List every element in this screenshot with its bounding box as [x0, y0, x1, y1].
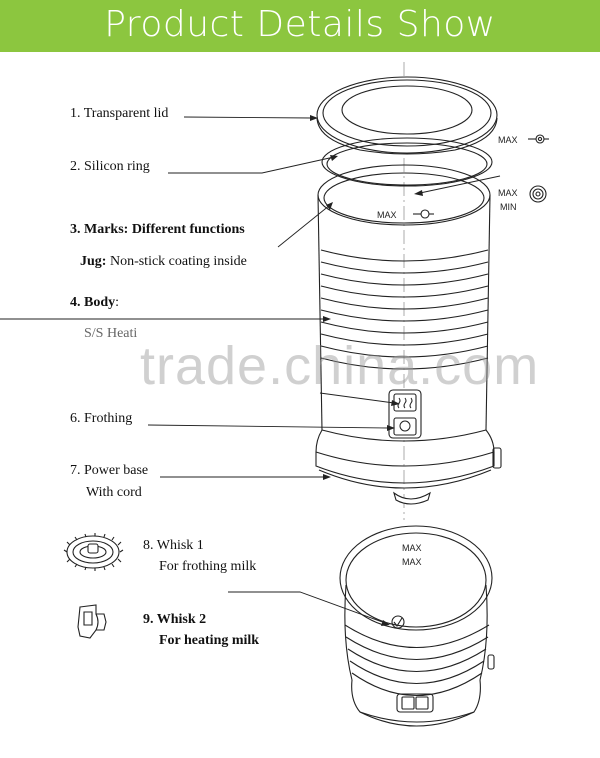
label-jug-bold: Jug:: [80, 254, 107, 269]
label-frothing: 6. Frothing: [70, 411, 133, 426]
power-base: [315, 429, 502, 505]
whisk-1-icon: [63, 533, 124, 571]
label-jug-coating: Jug: Non-stick coating inside: [80, 254, 247, 270]
label-jug-rest: Non-stick coating inside: [106, 254, 247, 269]
label-body-colon: :: [115, 295, 120, 310]
jug-open-view: [339, 525, 495, 727]
arrowheads: [310, 115, 423, 626]
label-transparent-lid: 1. Transparent lid: [70, 106, 169, 121]
label-marks: 3. Marks: Different functions: [70, 222, 245, 237]
label-body: 4. Body:: [70, 295, 119, 311]
label-with-cord: With cord: [86, 485, 142, 500]
max-min-mark-icon: [413, 134, 549, 219]
label-heating-partial: S/S Heati: [84, 326, 138, 341]
control-buttons: [388, 389, 422, 439]
jug-body: [317, 194, 491, 442]
max-mark-small-text-2: MAX: [402, 557, 422, 567]
watermark-text: trade.china.com: [140, 336, 540, 396]
transparent-lid: [316, 76, 498, 155]
label-whisk-2-desc: For heating milk: [159, 633, 260, 648]
max-mark-small-text: MAX: [402, 543, 422, 553]
label-whisk-1: 8. Whisk 1: [143, 538, 204, 553]
max-mark-jug-text: MAX: [377, 210, 397, 220]
min-mark-text: MIN: [500, 202, 517, 212]
title-banner: Product Details Show: [0, 0, 600, 52]
label-whisk-1-desc: For frothing milk: [159, 559, 257, 574]
banner-title: Product Details Show: [104, 4, 496, 45]
max-mark-text: MAX: [498, 135, 518, 145]
silicon-ring: [321, 137, 493, 187]
whisk-2-icon: [77, 604, 107, 639]
max-mark-text-2: MAX: [498, 188, 518, 198]
label-power-base: 7. Power base: [70, 463, 149, 478]
label-body-main: 4. Body: [70, 295, 116, 310]
label-whisk-2: 9. Whisk 2: [143, 612, 207, 627]
leader-lines: [0, 116, 501, 624]
label-silicon-ring: 2. Silicon ring: [70, 159, 150, 174]
